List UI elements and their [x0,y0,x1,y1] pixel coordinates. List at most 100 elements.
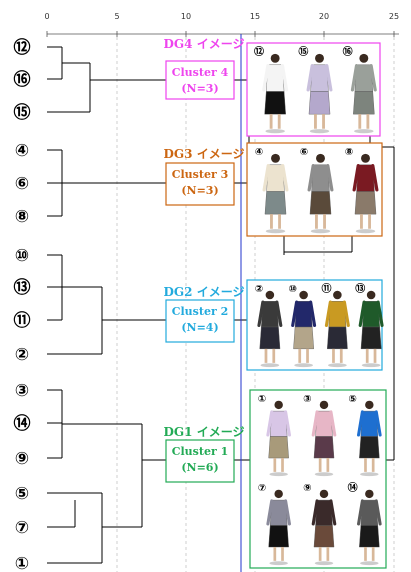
figure-arms [311,410,337,437]
cluster-label-box [165,162,235,206]
outfit-figure: ② [255,284,283,368]
cluster-count: (N=3) [181,82,218,95]
figure-legs [273,458,284,472]
outfit-figure: ④ [255,147,289,234]
leaf-label: ⑪ [14,310,31,331]
figure-legs [365,348,377,363]
outfit-figure: ⑥ [300,147,334,234]
figure-shadow [360,561,379,566]
dg-image-title: DG1 イメージ [164,425,245,439]
figure-bottom [359,525,380,548]
outfit-figure: ⑭ [348,481,382,566]
figure-shadow [260,363,280,368]
figure-head [270,53,280,63]
outfit-number: ⑤ [348,394,356,405]
figure-head [361,153,370,163]
figure-arms [352,163,379,192]
axis-tick-label: 10 [181,12,191,21]
outfit-figure: ⑪ [322,282,350,368]
figure-head [319,400,329,410]
outfit-figure: ⑯ [343,45,377,134]
figure-shadow [309,129,330,134]
figure-arms [257,300,283,327]
figure-legs [270,214,281,229]
figure-legs [269,114,281,129]
figure-head [365,400,374,410]
figure-head [319,489,329,499]
cluster-count: (N=4) [181,321,218,334]
figure-arms [350,63,377,92]
figure-shadow [355,229,376,234]
leaf-label: ⑧ [15,207,29,227]
figure-arms [307,163,334,192]
figure-legs [273,547,284,561]
cluster-count: (N=3) [181,184,218,197]
figure-legs [318,458,330,472]
figure-bottom [264,191,287,215]
figure-bottom [259,326,281,350]
figure-bottom [359,436,380,459]
outfit-number: ② [255,284,263,295]
figure-legs [318,547,330,561]
outfit-figure: ⑬ [355,282,384,368]
outfit-figure: ① [258,394,291,477]
leaf-label: ⑥ [15,174,29,194]
figure-head [299,290,308,300]
outfit-number: ⑮ [298,45,308,58]
figure-legs [298,348,309,363]
figure-shadow [361,363,381,368]
figure-head [265,290,275,300]
axis-tick-label: 0 [44,12,49,21]
figure-bottom [268,436,289,459]
outfit-number: ⑯ [343,45,353,58]
figure-bottom [309,191,332,215]
figure-legs [360,214,371,229]
figure-head [274,489,283,499]
outfit-number: ⑨ [303,483,311,494]
figure-head [359,53,369,63]
outfit-figure: ⑤ [348,394,382,477]
outfit-number: ⑧ [345,147,353,158]
figure-shadow [269,561,288,566]
figure-arms [358,300,384,327]
figure-legs [264,348,276,363]
figure-bottom [268,525,289,548]
figure-legs [332,348,343,363]
figure-head [315,53,324,63]
figure-bottom [308,91,331,115]
figure-bottom [353,91,375,115]
figure-shadow [328,363,347,368]
axis-tick-label: 25 [389,12,399,21]
figure-arms [324,300,350,327]
dg-image-title: DG3 イメージ [164,147,245,161]
outfit-figure: ③ [303,394,337,477]
leaf-label: ① [15,554,29,572]
cluster-label-box [165,299,235,343]
outfit-number: ④ [255,147,263,158]
figure-legs [364,458,375,472]
outfit-number: ⑫ [254,45,264,58]
figure-shadow [265,129,285,134]
outfit-number: ⑩ [289,284,297,295]
axis-tick-label: 5 [114,12,119,21]
outfit-number: ⑦ [258,483,266,494]
leaf-label: ② [15,345,29,365]
figure-legs [364,547,375,561]
cluster-name: Cluster 1 [172,445,228,458]
leaf-label: ⑮ [14,102,31,123]
figure-arms [357,499,382,526]
outfit-figure: ⑮ [298,45,333,134]
figure-arms [306,63,333,92]
figure-bottom [360,326,382,350]
outfit-figure: ⑨ [303,483,337,566]
figure-bottom [293,326,314,350]
leaf-label: ⑩ [15,246,29,266]
leaf-label: ③ [15,381,29,401]
cluster-label-box [165,439,235,483]
